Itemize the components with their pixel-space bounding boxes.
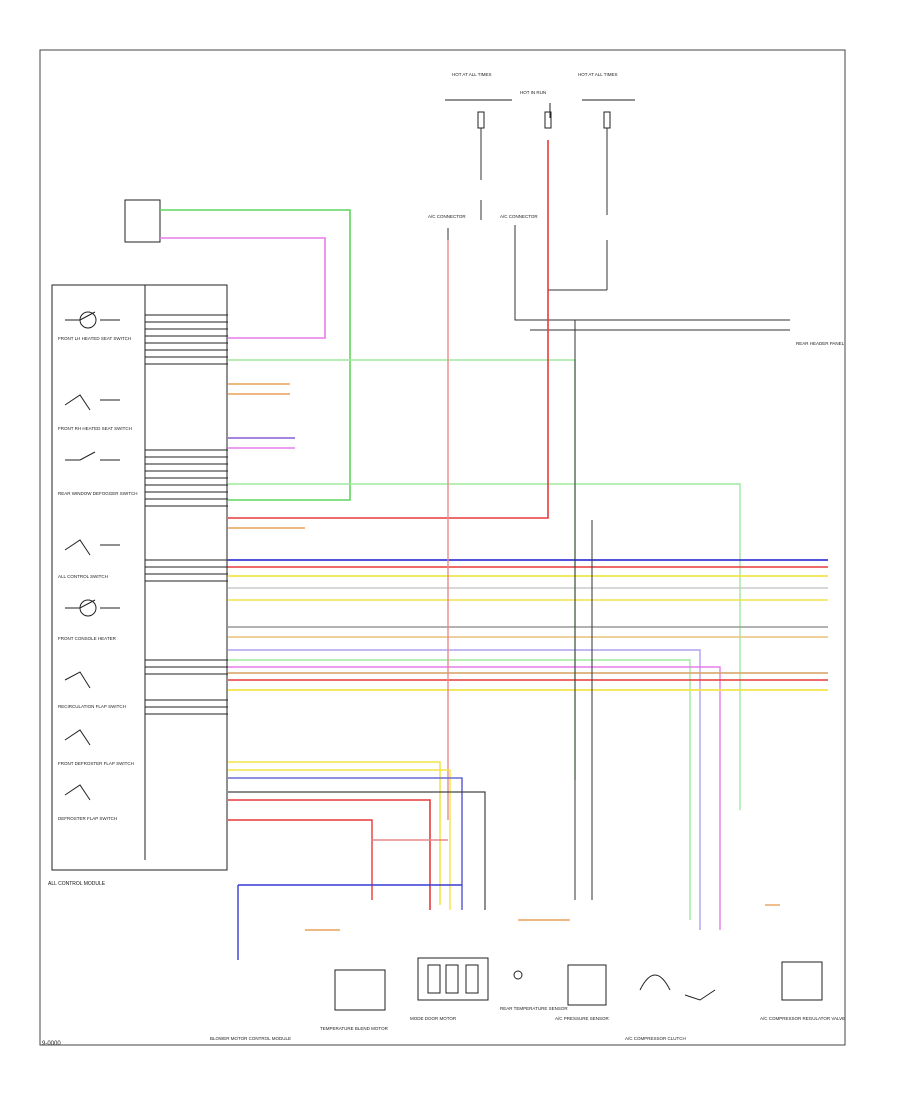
svg-text:FRONT CONSOLE HEATER: FRONT CONSOLE HEATER — [58, 636, 117, 641]
fuse3-label: HOT AT ALL TIMES — [578, 72, 618, 77]
fuse-panel: HOT AT ALL TIMES HOT IN RUN HOT AT ALL T… — [445, 72, 635, 129]
svg-text:FRONT RH HEATED SEAT SWITCH: FRONT RH HEATED SEAT SWITCH — [58, 426, 132, 431]
fuse1-label: HOT AT ALL TIMES — [452, 72, 492, 77]
svg-text:REAR WINDOW DEFOGGER SWITCH: REAR WINDOW DEFOGGER SWITCH — [58, 491, 138, 496]
module-label: ALL CONTROL MODULE — [48, 881, 106, 887]
svg-text:FRONT DEFROSTER FLAP SWITCH: FRONT DEFROSTER FLAP SWITCH — [58, 761, 134, 766]
fuse2-label: HOT IN RUN — [520, 90, 546, 95]
svg-text:TEMPERATURE BLEND MOTOR: TEMPERATURE BLEND MOTOR — [320, 1026, 389, 1031]
svg-text:RECIRCULATION FLAP SWITCH: RECIRCULATION FLAP SWITCH — [58, 704, 126, 709]
svg-text:DEFROSTER FLAP SWITCH: DEFROSTER FLAP SWITCH — [58, 816, 117, 821]
top-left-switch — [124, 199, 351, 501]
svg-text:REAR HEADER PANEL: REAR HEADER PANEL — [796, 341, 845, 346]
diagram-frame — [39, 49, 846, 1046]
top-feed-wires: A/C CONNECTOR A/C CONNECTOR REAR HEADER … — [428, 128, 845, 346]
svg-text:A/C PRESSURE SENSOR: A/C PRESSURE SENSOR — [555, 1016, 610, 1021]
lower-harness — [228, 761, 780, 960]
svg-text:A/C COMPRESSOR REGULATOR VALVE: A/C COMPRESSOR REGULATOR VALVE — [760, 1016, 845, 1021]
svg-text:ALL CONTROL SWITCH: ALL CONTROL SWITCH — [58, 574, 108, 579]
harness-wires — [228, 140, 828, 930]
svg-text:REAR TEMPERATURE SENSOR: REAR TEMPERATURE SENSOR — [500, 1006, 568, 1011]
bottom-components: BLOWER MOTOR CONTROL MODULE TEMPERATURE … — [210, 957, 845, 1041]
svg-text:BLOWER MOTOR CONTROL MODULE: BLOWER MOTOR CONTROL MODULE — [210, 1036, 291, 1041]
control-module: ALL CONTROL MODULE FRONT LH HEATED SEAT … — [48, 284, 228, 887]
svg-text:A/C CONNECTOR: A/C CONNECTOR — [500, 214, 538, 219]
svg-text:FRONT LH HEATED SEAT SWITCH: FRONT LH HEATED SEAT SWITCH — [58, 336, 131, 341]
svg-text:A/C CONNECTOR: A/C CONNECTOR — [428, 214, 466, 219]
svg-text:MODE DOOR MOTOR: MODE DOOR MOTOR — [410, 1016, 457, 1021]
signal-wires — [574, 320, 593, 900]
diagram-footer-id: 9-0000 — [42, 1041, 61, 1047]
svg-text:A/C COMPRESSOR CLUTCH: A/C COMPRESSOR CLUTCH — [625, 1036, 686, 1041]
